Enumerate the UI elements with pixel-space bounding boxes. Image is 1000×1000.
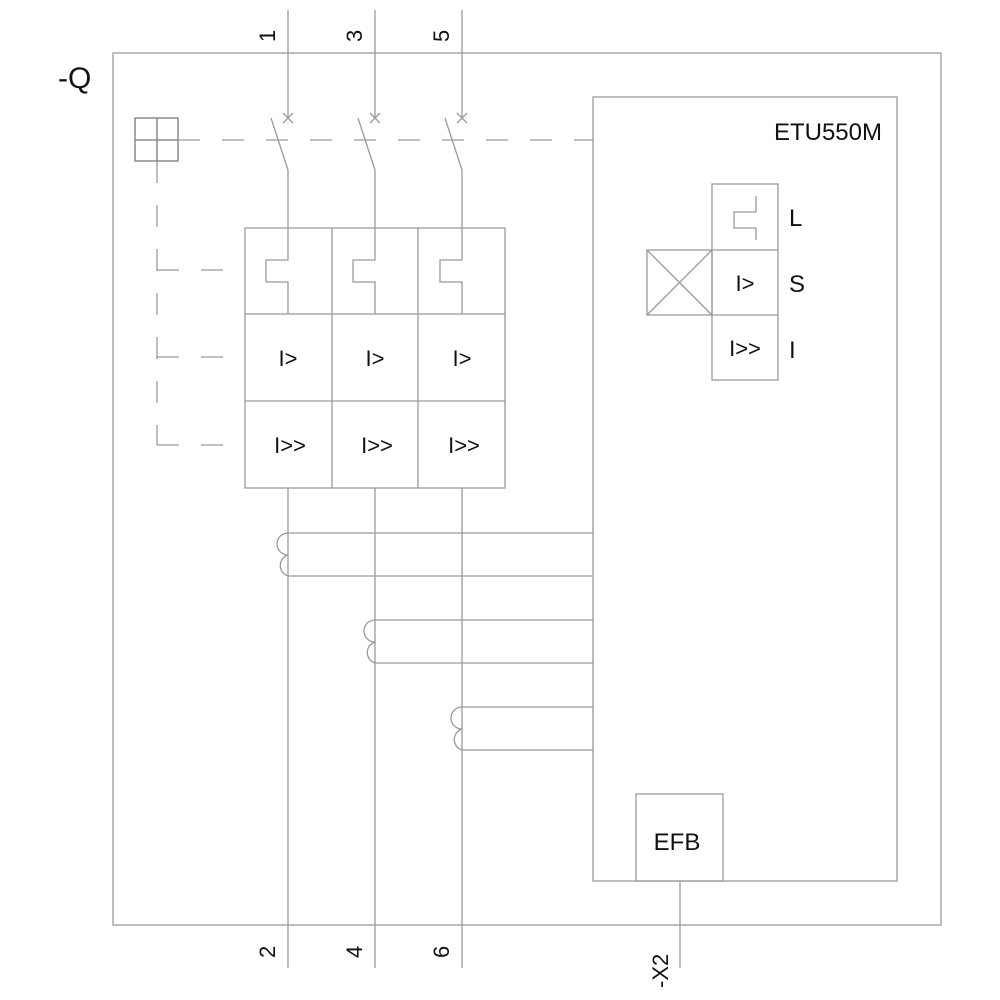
function-code-l: L <box>789 205 802 232</box>
short-time-symbol: I> <box>736 271 755 296</box>
overload-label-pole-1: I> <box>279 346 298 371</box>
terminal-label-1: 1 <box>255 30 280 42</box>
overload-label-pole-2: I> <box>366 346 385 371</box>
thermal-delay-icon <box>352 228 376 314</box>
long-delay-icon <box>733 196 757 240</box>
mechanical-linkage <box>156 139 593 446</box>
trip-unit-model: ETU550M <box>774 119 882 146</box>
short-circuit-label-pole-1: I>> <box>274 433 306 458</box>
function-code-i: I <box>789 337 796 364</box>
pole-3 <box>444 10 468 968</box>
thermal-delay-icon <box>265 228 289 314</box>
efb-label: EFB <box>654 829 701 856</box>
protection-block <box>244 227 506 489</box>
terminal-label-5: 5 <box>429 30 454 42</box>
current-transformer-2 <box>363 619 593 664</box>
contact-x-icon <box>456 112 468 124</box>
contact-x-icon <box>282 112 294 124</box>
lsi-function-table <box>646 183 779 381</box>
device-enclosure <box>112 52 942 926</box>
pole-2 <box>357 10 381 968</box>
function-code-s: S <box>789 271 805 298</box>
terminal-label-6: 6 <box>429 946 454 958</box>
current-transformer-1 <box>276 532 593 577</box>
pole-1 <box>270 10 294 968</box>
current-transformer-3 <box>450 706 593 751</box>
contact-x-icon <box>369 112 381 124</box>
terminal-label-3: 3 <box>342 30 367 42</box>
overload-label-pole-3: I> <box>453 346 472 371</box>
terminal-label-2: 2 <box>255 946 280 958</box>
terminal-label-4: 4 <box>342 946 367 958</box>
switch-contact <box>357 117 376 171</box>
short-circuit-label-pole-3: I>> <box>448 433 480 458</box>
trip-unit-box <box>592 96 898 882</box>
instantaneous-symbol: I>> <box>729 336 761 361</box>
switch-contact <box>270 117 289 171</box>
operating-mechanism-icon <box>134 117 179 162</box>
switch-contact <box>444 117 463 171</box>
device-designation: -Q <box>58 62 91 95</box>
short-circuit-label-pole-2: I>> <box>361 433 393 458</box>
release-coil-icon <box>646 249 713 316</box>
thermal-delay-icon <box>439 228 463 314</box>
connector-label: -X2 <box>648 954 673 988</box>
